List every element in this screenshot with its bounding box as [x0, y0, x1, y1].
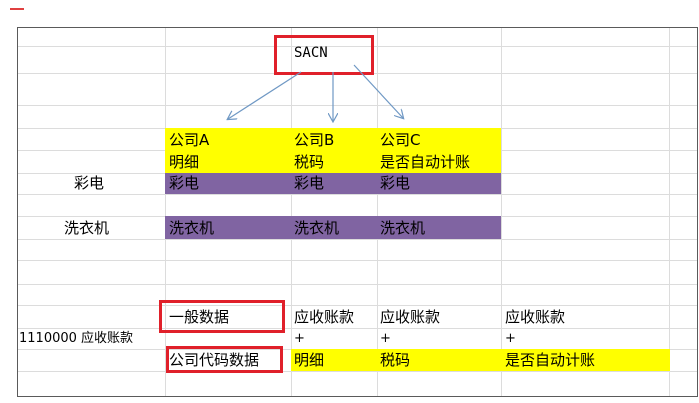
plus-sign-2: + [380, 331, 391, 346]
arrow-to-company-a [228, 71, 302, 119]
grid-line [18, 284, 697, 285]
company-c-subheader: 是否自动计账 [380, 153, 471, 171]
washer-cell-c: 洗衣机 [380, 219, 426, 237]
general-data-highlight-box [159, 300, 285, 333]
grid-line [18, 105, 697, 106]
grid-line [669, 28, 670, 396]
grid-line [165, 28, 166, 396]
general-data-cell: 一般数据 [169, 308, 230, 326]
grid-line [18, 328, 697, 329]
corner-mark [10, 8, 24, 10]
company-c-header: 公司C [380, 131, 421, 149]
receivable-cell-1: 应收账款 [294, 308, 355, 326]
grid-line [291, 28, 292, 396]
tv-cell-a: 彩电 [169, 174, 200, 192]
washer-row-fill [165, 216, 501, 239]
washer-row-label: 洗衣机 [64, 219, 110, 237]
grid-line [18, 305, 697, 306]
washer-cell-a: 洗衣机 [169, 219, 215, 237]
grid-line [18, 239, 697, 240]
grid-line [377, 28, 378, 396]
grid-line [18, 46, 697, 47]
company-code-data-cell: 公司代码数据 [169, 351, 260, 369]
grid-line [18, 371, 697, 372]
auto-post-cell: 是否自动计账 [505, 351, 596, 369]
account-label: 1110000 应收账款 [19, 331, 134, 346]
company-b-subheader: 税码 [294, 153, 325, 171]
company-a-header: 公司A [169, 131, 210, 149]
plus-sign-1: + [294, 331, 305, 346]
company-code-data-highlight-box [166, 346, 283, 373]
tv-row-fill [165, 173, 501, 194]
washer-cell-b: 洗衣机 [294, 219, 340, 237]
company-a-subheader: 明细 [169, 153, 200, 171]
bottom-row-highlight [291, 349, 670, 371]
arrow-to-company-c [353, 64, 403, 118]
receivable-cell-3: 应收账款 [505, 308, 566, 326]
receivable-cell-2: 应收账款 [380, 308, 441, 326]
plus-sign-3: + [505, 331, 516, 346]
sacn-label: SACN [294, 45, 328, 61]
arrows-diagram [18, 64, 697, 396]
company-b-header: 公司B [294, 131, 335, 149]
header-highlight [165, 128, 501, 173]
spreadsheet-area: SACN 公司A 明细 公司B 税码 公司C 是否自动计账 彩电 彩电 彩电 彩… [17, 27, 698, 397]
grid-line [18, 194, 697, 195]
detail-cell: 明细 [294, 351, 325, 369]
sacn-highlight-box [274, 35, 374, 75]
grid-line [18, 260, 697, 261]
tv-cell-c: 彩电 [380, 174, 411, 192]
tax-code-cell: 税码 [380, 351, 411, 369]
grid-line [501, 28, 502, 396]
tv-cell-b: 彩电 [294, 174, 325, 192]
tv-row-label: 彩电 [74, 174, 105, 192]
